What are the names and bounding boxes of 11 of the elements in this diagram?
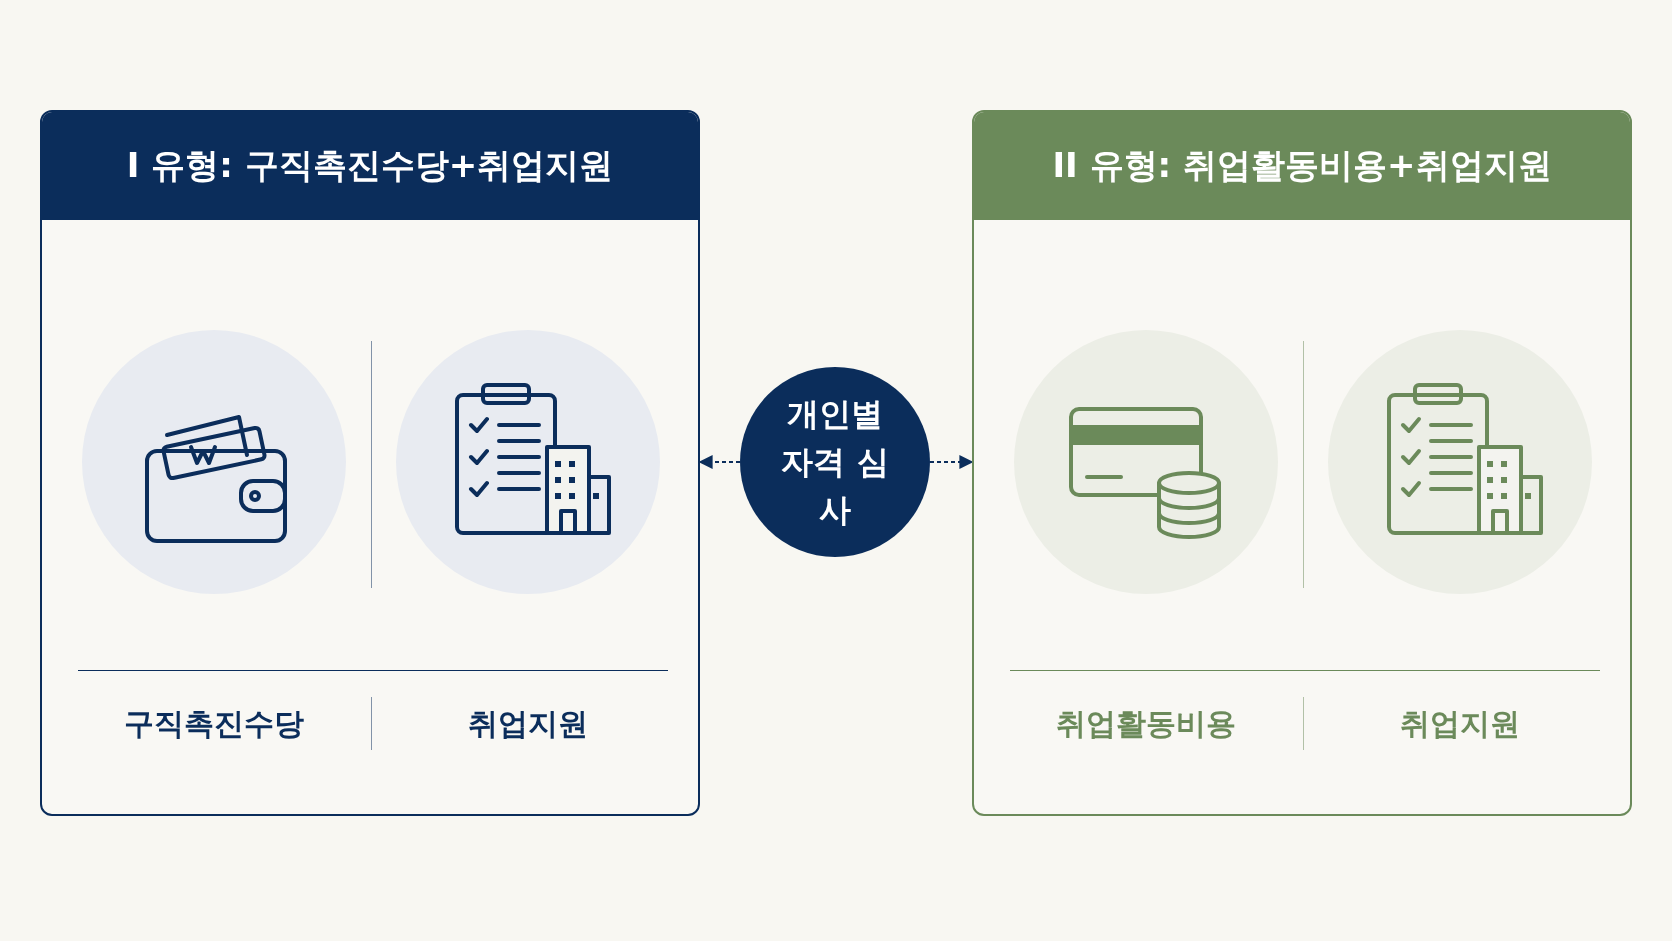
benefit-label: 취업지원 [1400,705,1520,743]
arrow [929,455,974,469]
card-title: I 유형: 구직촉진수당+취업지원 [126,144,614,187]
type-card [972,110,1632,816]
node-label: 개인별 자격 심사 [780,394,890,531]
card-title: II 유형: 취업활동비용+취업지원 [1052,144,1552,187]
type-card [40,110,700,816]
benefit-label: 취업지원 [468,705,588,743]
benefit-label: 취업활동비용 [1056,705,1236,743]
benefit-label: 구직촉진수당 [124,705,304,743]
arrow [698,455,741,469]
